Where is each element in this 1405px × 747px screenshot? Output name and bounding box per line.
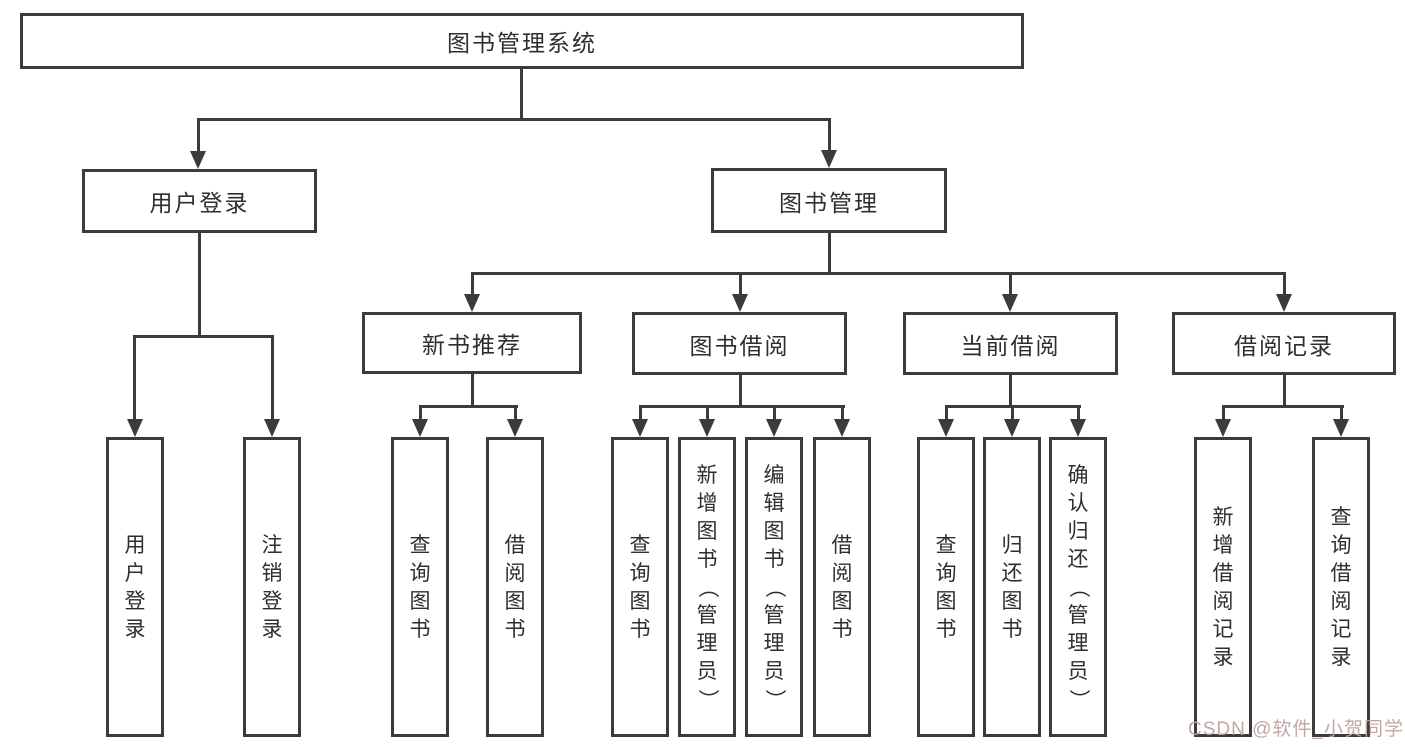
arrowhead-icon	[732, 294, 748, 312]
connector-leaf-stem	[706, 405, 709, 421]
node-user-login: 用户登录	[82, 169, 317, 233]
arrowhead-icon	[1276, 294, 1292, 312]
connector-leaf-stem	[1340, 405, 1343, 421]
connector-to-new-book	[471, 272, 474, 296]
arrowhead-icon	[699, 419, 715, 437]
connector-book-management-stem	[828, 233, 831, 274]
connector-to-user-login	[197, 118, 200, 153]
leaf-records-query-record: 查询借阅记录	[1312, 437, 1370, 737]
leaf-current-confirm-return-admin: 确认归还（管理员）	[1049, 437, 1107, 737]
arrowhead-icon	[264, 419, 280, 437]
connector-to-book-management	[828, 118, 831, 152]
connector-new-book-stem	[471, 374, 474, 407]
arrowhead-icon	[127, 419, 143, 437]
connector-to-current-borrowing	[1009, 272, 1012, 296]
connector-leaf-stem	[514, 405, 517, 421]
leaf-records-add-record: 新增借阅记录	[1194, 437, 1252, 737]
connector-root-bar	[197, 118, 831, 121]
arrowhead-icon	[1215, 419, 1231, 437]
arrowhead-icon	[834, 419, 850, 437]
arrowhead-icon	[1002, 294, 1018, 312]
connector-leaf-stem	[639, 405, 642, 421]
connector-leaf-stem	[773, 405, 776, 421]
connector-leaf-stem	[1077, 405, 1080, 421]
connector-to-book-borrowing	[739, 272, 742, 296]
arrowhead-icon	[821, 150, 837, 168]
connector-leaf-stem	[1222, 405, 1225, 421]
node-book-management: 图书管理	[711, 168, 947, 233]
leaf-borrow-borrow-books: 借阅图书	[813, 437, 871, 737]
connector-leaf-stem	[945, 405, 948, 421]
arrowhead-icon	[412, 419, 428, 437]
arrowhead-icon	[938, 419, 954, 437]
connector-book-management-bar	[471, 272, 1285, 275]
connector-to-leaf-logout	[271, 335, 274, 421]
connector-leaf-stem	[419, 405, 422, 421]
leaf-recommend-borrow-books: 借阅图书	[486, 437, 544, 737]
watermark: CSDN @软件_小贺同学	[1188, 719, 1404, 740]
leaf-borrow-edit-books-admin: 编辑图书（管理员）	[745, 437, 803, 737]
arrowhead-icon	[190, 151, 206, 169]
connector-leaf-stem	[1011, 405, 1014, 421]
leaf-borrow-query-books: 查询图书	[611, 437, 669, 737]
arrowhead-icon	[1070, 419, 1086, 437]
node-current-borrowing: 当前借阅	[903, 312, 1118, 375]
node-new-book-recommendation: 新书推荐	[362, 312, 582, 374]
node-root: 图书管理系统	[20, 13, 1024, 69]
connector-to-borrowing-records	[1283, 272, 1286, 296]
leaf-logout: 注销登录	[243, 437, 301, 737]
arrowhead-icon	[507, 419, 523, 437]
arrowhead-icon	[1004, 419, 1020, 437]
connector-borrowing-records-stem	[1283, 375, 1286, 407]
leaf-current-return-books: 归还图书	[983, 437, 1041, 737]
leaf-user-login: 用户登录	[106, 437, 164, 737]
connector-new-book-bar	[419, 405, 518, 408]
node-book-borrowing: 图书借阅	[632, 312, 847, 375]
arrowhead-icon	[464, 294, 480, 312]
connector-root-stem	[520, 69, 523, 119]
connector-to-leaf-user-login	[133, 335, 136, 421]
connector-leaf-stem	[841, 405, 844, 421]
arrowhead-icon	[1333, 419, 1349, 437]
connector-borrowing-records-bar	[1222, 405, 1344, 408]
connector-user-login-stem	[198, 233, 201, 337]
connector-user-login-bar	[133, 335, 274, 338]
arrowhead-icon	[766, 419, 782, 437]
leaf-borrow-add-books-admin: 新增图书（管理员）	[678, 437, 736, 737]
leaf-recommend-query-books: 查询图书	[391, 437, 449, 737]
node-borrowing-records: 借阅记录	[1172, 312, 1396, 375]
connector-current-borrowing-stem	[1009, 375, 1012, 407]
connector-book-borrowing-bar	[639, 405, 845, 408]
leaf-current-query-books: 查询图书	[917, 437, 975, 737]
connector-book-borrowing-stem	[739, 375, 742, 407]
arrowhead-icon	[632, 419, 648, 437]
